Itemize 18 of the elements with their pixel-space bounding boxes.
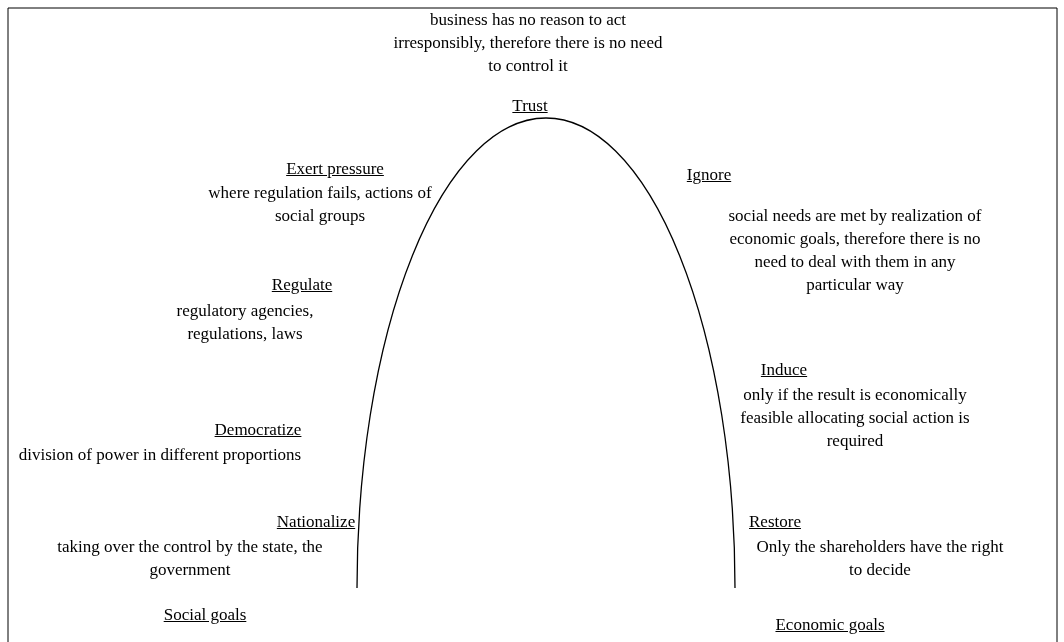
- description-text: Only the shareholders have the right to decide: [755, 536, 1005, 581]
- description-text: regulatory agencies, regulations, laws: [175, 300, 315, 345]
- heading-label: Exert pressure: [286, 158, 384, 180]
- description-text: division of power in different proportions: [17, 444, 303, 466]
- description-text: only if the result is economically feasible allocating social action is required: [739, 384, 971, 452]
- description-text: taking over the control by the state, the government: [56, 536, 324, 581]
- heading-label: Induce: [760, 359, 808, 381]
- heading-label: Regulate: [271, 274, 333, 296]
- heading-label: Ignore: [686, 164, 732, 186]
- heading-label: Nationalize: [276, 511, 356, 533]
- heading-label: Democratize: [214, 419, 302, 441]
- description-text: social needs are met by realization of economic goals, therefore there is no need to deal with them in any particular way: [727, 205, 983, 296]
- description-text: where regulation fails, actions of social groups: [207, 182, 433, 227]
- heading-label: Restore: [749, 511, 801, 533]
- heading-label: Social goals: [163, 604, 247, 626]
- heading-label: Economic goals: [775, 614, 885, 636]
- note-text: business has no reason to act irresponsibly, therefore there is no need to control it: [393, 9, 663, 77]
- heading-label: Trust: [512, 95, 548, 117]
